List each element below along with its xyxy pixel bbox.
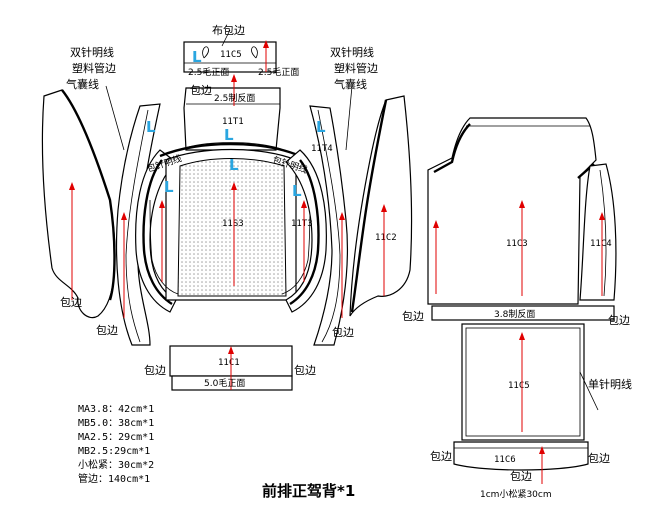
part-code: 11T4 xyxy=(311,144,333,154)
label-baobian-right-inner: 包边 xyxy=(332,326,354,339)
legend-line: 小松紧：30cm*2 xyxy=(78,458,154,471)
grain-arrow-c6 xyxy=(539,446,545,484)
label-baobian-c6-right: 包边 xyxy=(588,452,610,465)
l-mark: L xyxy=(146,118,156,136)
l-mark: L xyxy=(192,48,202,66)
piece-t4: 11T4 L xyxy=(309,105,349,346)
label-zhifan-c3: 3.8制反面 xyxy=(494,308,535,320)
piece-c6: 11C6 xyxy=(453,441,589,471)
part-code: 11C1 xyxy=(218,358,240,368)
piece-left-outer xyxy=(41,89,116,319)
label-bu-baobian: 布包边 xyxy=(212,24,245,37)
grain-arrow-s3 xyxy=(231,182,237,286)
legend-line: MB2.5:29cm*1 xyxy=(78,446,150,457)
l-mark: L xyxy=(292,182,302,200)
label-shuangzhen-right: 双针明线 xyxy=(330,45,374,59)
label-danzhen: 单针明线 xyxy=(588,377,632,391)
label-maozheng-right: 2.5毛正面 xyxy=(258,66,299,78)
grain-arrow-t1 xyxy=(231,74,237,106)
piece-c4: 11C4 xyxy=(579,163,617,301)
grain-arrow-c5-bottom xyxy=(519,332,525,432)
label-qinang-right: 气囊线 xyxy=(334,77,367,91)
part-code: 11C5 xyxy=(508,381,530,391)
grain-arrows xyxy=(69,40,605,484)
annotations: 布包边 双针明线 塑料管边 气囊线 双针明线 塑料管边 气囊线 2.5毛正面 2… xyxy=(60,24,632,500)
part-code: 11C3 xyxy=(506,239,528,249)
label-baobian-c1-left: 包边 xyxy=(144,364,166,377)
label-baobian-left-inner: 包边 xyxy=(96,324,118,337)
grain-arrow-c1 xyxy=(228,346,234,390)
legend-line: 管边：140cm*1 xyxy=(78,472,150,485)
label-qinang-left: 气囊线 xyxy=(66,77,99,91)
grain-arrow-t4 xyxy=(339,212,345,318)
part-code: 11C6 xyxy=(494,455,516,465)
part-code: 11T3 xyxy=(291,219,313,229)
grain-arrow-left-bolster xyxy=(159,200,165,282)
piece-c2: 11C2 xyxy=(349,95,413,317)
piece-c3: 11C3 xyxy=(427,117,597,305)
l-mark: L xyxy=(224,126,234,144)
piece-s3: 11S3 L xyxy=(149,142,311,301)
label-baobian-c1-right: 包边 xyxy=(294,364,316,377)
label-baobian-c6-bottom: 包边 xyxy=(510,470,532,483)
material-legend: MA3.8：42cm*1 MB5.0：38cm*1 MA2.5：29cm*1 M… xyxy=(78,404,154,485)
label-zhifan-t1: 2.5制反面 xyxy=(214,92,255,104)
grain-arrow-c2 xyxy=(381,204,387,296)
legend-line: MA3.8：42cm*1 xyxy=(78,404,154,415)
l-mark: L xyxy=(164,178,174,196)
l-mark: L xyxy=(316,118,326,136)
legend-line: MA2.5：29cm*1 xyxy=(78,432,154,443)
label-baobian-left-side: 包边 xyxy=(60,296,82,309)
legend-line: MB5.0：38cm*1 xyxy=(78,418,154,429)
grain-arrow-left-strip xyxy=(121,212,127,318)
piece-t3: 11T3 L xyxy=(285,149,327,313)
sheet-title: 前排正驾背*1 xyxy=(262,482,355,500)
grain-arrow-left-outer xyxy=(69,182,75,300)
label-baobian-c6-left: 包边 xyxy=(430,450,452,463)
label-xiaosongjin-c6: 1cm小松紧30cm xyxy=(480,488,552,500)
label-suliao-left: 塑料管边 xyxy=(72,61,116,75)
part-code: 11S3 xyxy=(222,219,244,229)
l-mark: L xyxy=(229,156,239,174)
grain-arrow-c3-left xyxy=(433,220,439,294)
piece-left-bolster xyxy=(135,149,177,313)
label-maozheng-c1: 5.0毛正面 xyxy=(204,377,245,389)
part-code: 11C2 xyxy=(375,233,397,243)
label-maozheng-left: 2.5毛正面 xyxy=(188,66,229,78)
label-baobian-c2: 包边 xyxy=(402,310,424,323)
grain-arrow-c4 xyxy=(599,212,605,296)
label-shuangzhen-left: 双针明线 xyxy=(70,45,114,59)
part-code: 11C4 xyxy=(590,239,612,249)
label-baobian-c4: 包边 xyxy=(608,314,630,327)
grain-arrow-c5-top xyxy=(263,40,269,72)
label-suliao-right: 塑料管边 xyxy=(334,61,378,75)
leader-lines xyxy=(105,29,599,411)
label-baobian-t1: 包边 xyxy=(190,84,212,97)
part-code: 11C5 xyxy=(220,50,242,60)
grain-arrow-c3 xyxy=(519,200,525,296)
grain-arrow-t3 xyxy=(301,200,307,282)
piece-c5-top: 11C5 L xyxy=(183,41,277,73)
piece-c5-bottom: 11C5 xyxy=(461,323,585,441)
part-code: 11T1 xyxy=(222,117,244,127)
piece-strip-38 xyxy=(431,305,615,321)
